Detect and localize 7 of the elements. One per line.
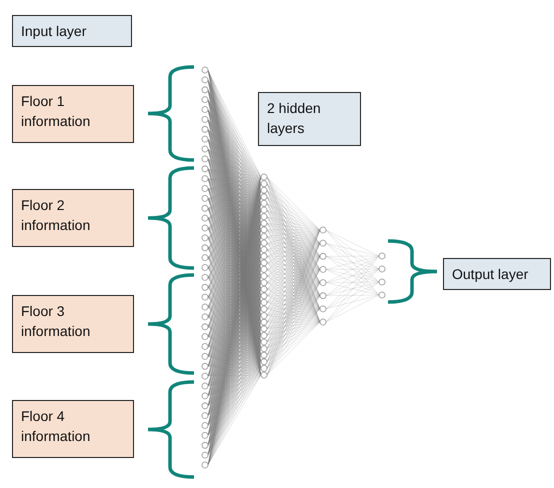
layer-label-box: Output layer — [443, 258, 551, 290]
floor-label-box: Floor 2 information — [12, 189, 134, 247]
layer-label-box: 2 hidden layers — [258, 92, 361, 146]
floor-label-box: Floor 4 information — [12, 400, 134, 458]
layer-label-box: Input layer — [12, 15, 132, 47]
floor-label-box: Floor 3 information — [12, 295, 134, 353]
floor-label-box: Floor 1 information — [12, 85, 134, 143]
